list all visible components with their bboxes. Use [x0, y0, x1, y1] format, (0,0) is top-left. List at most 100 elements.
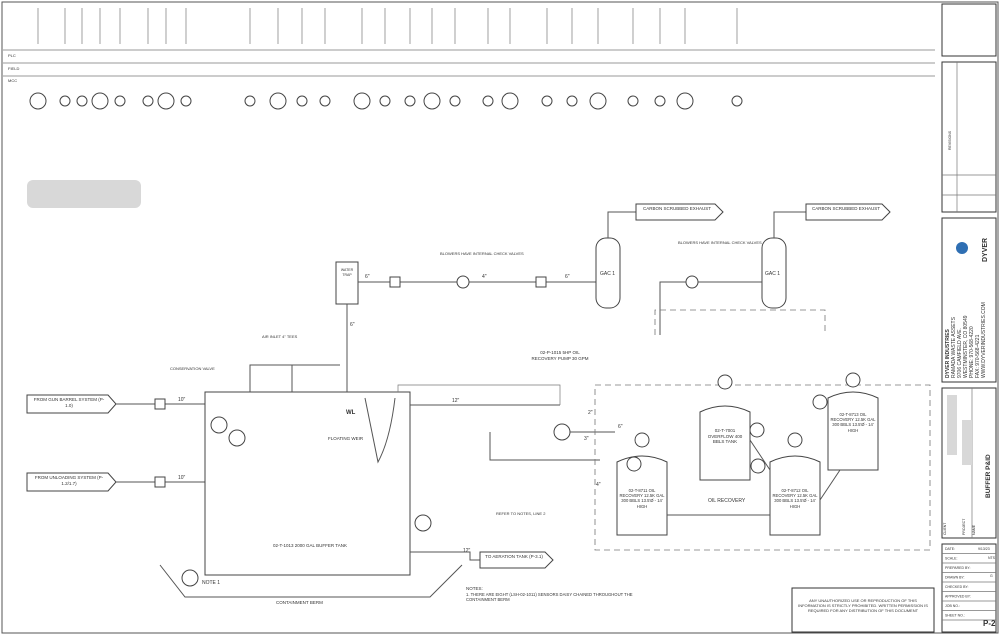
strip-instrument-bubble: [541, 95, 553, 107]
strip-instrument-bubble: [157, 92, 175, 110]
strip-instrument-bubble: [244, 95, 256, 107]
size-label-12a: 12": [452, 398, 460, 404]
company-name: DYVER INDUSTRIES: [945, 328, 951, 378]
company-address2: 9706 CAMFIELD AVE.: [957, 328, 963, 378]
company-web: WWW.DYVERINDUSTRIES.COM: [981, 302, 987, 378]
client-label: CLIENT: [943, 522, 947, 535]
instrument-columns: [29, 8, 743, 110]
aeration-label: TO AERATION TANK (P-3.1): [485, 554, 543, 559]
strip-instrument-bubble: [114, 95, 126, 107]
oil-pump-icon: [553, 423, 571, 441]
size-label-2: 2": [588, 410, 593, 416]
buffer-tank-body: [204, 391, 411, 576]
logo-box: [941, 3, 997, 57]
unloading-label: FROM UNLOADING SYSTEM (P-1.2/1.7): [34, 475, 104, 486]
title-block-row-label: DRAWN BY:: [945, 576, 965, 580]
strip-instrument-bubble: [501, 92, 519, 110]
company-logo-text: DYVER: [982, 238, 989, 262]
title-block-row-label: JOB NO.:: [945, 604, 960, 608]
gac-2-label: GAC 1: [765, 271, 780, 277]
conservation-valve-label: CONSERVATION VALVE: [170, 366, 215, 371]
date-value: 9/13/23: [978, 547, 990, 551]
oil-tank-b-label: 02-T-8712 OIL RECOVERY 12.5K GAL 300 BBL…: [772, 488, 818, 509]
buffer-tank-label: 02-T-1013 2000 GAL BUFFER TANK: [273, 543, 347, 548]
lsh-tank-b: [750, 458, 766, 474]
company-phone: PHONE: 970-568-4220: [969, 326, 975, 378]
strip-instrument-bubble: [731, 95, 743, 107]
air-inlet-label: AIR INLET 4" TEES: [262, 334, 298, 339]
unloading-offpage: [26, 472, 117, 492]
name-label: NAME: [972, 524, 976, 535]
blowers-note-2: BLOWERS HAVE INTERNAL CHECK VALVES: [678, 240, 762, 245]
oil-recovery-area: 12" 02-P-1015 5HP OIL RECOVERY PUMP 30 G…: [397, 350, 931, 551]
company-box: [941, 217, 997, 383]
strip-instrument-bubble: [269, 92, 287, 110]
notes-line-1: 1. THERE ARE EIGHT (LSH-02-1011) SENSORS…: [466, 592, 633, 602]
vent-valve-1: [389, 276, 401, 288]
title-block-row-label: SHEET NO.:: [945, 614, 965, 618]
strip-instrument-bubble: [482, 95, 494, 107]
row-label-mcc: MCC: [8, 78, 17, 83]
exhaust-offpage-1: [635, 203, 724, 221]
strip-instrument-bubble: [296, 95, 308, 107]
vent-valve-2: [535, 276, 547, 288]
lt-tank-a: [634, 432, 650, 448]
strip-instrument-bubble: [379, 95, 391, 107]
blower-2-icon: [685, 275, 699, 289]
title-block-row-label: APPROVED BY:: [945, 595, 971, 599]
disclaimer-box: [791, 587, 935, 633]
strip-instrument-bubble: [589, 92, 607, 110]
strip-instrument-bubble: [404, 95, 416, 107]
wl-label: WL: [346, 410, 356, 416]
size-label-6d: 6": [618, 424, 623, 430]
size-label-6c: 6": [350, 322, 355, 328]
company-city: WESTMINSTER, CO 80549: [963, 315, 969, 378]
lsh-overflow: [749, 422, 765, 438]
project-label: PROJECT: [962, 518, 966, 535]
row-label-plc: PLC: [8, 53, 16, 58]
strip-instrument-bubble: [353, 92, 371, 110]
lsh-tank-a: [626, 456, 642, 472]
overflow-tank: [699, 405, 751, 481]
strip-instrument-bubble: [180, 95, 192, 107]
title-block-rows: DATE:SCALE:PREPARED BY:DRAWN BY:CHECKED …: [942, 547, 996, 621]
revisions-box: [941, 61, 997, 213]
disclaimer-text: ANY UNAUTHORIZED USE OR REPRODUCTION OF …: [798, 598, 928, 613]
size-label-10: 10": [178, 397, 186, 403]
title-block-row-label: CHECKED BY:: [945, 585, 969, 589]
sheet-number: P-2: [983, 619, 996, 628]
title-block-row-label: SCALE:: [945, 557, 957, 561]
sheet-info-box: [941, 543, 997, 633]
oil-tank-c-label: 02-T-8713 OIL RECOVERY 12.5K GAL 300 BBL…: [830, 412, 876, 433]
buffer-tank: 02-T-1013 2000 GAL BUFFER TANK FLOATING …: [159, 391, 554, 605]
company-address1: RAMADA WASTE ASSETS: [951, 316, 957, 378]
oil-tank-a-label: 02-T-8711 OIL RECOVERY 12.5K GAL 300 BBL…: [619, 488, 665, 509]
scale-value: NTS: [988, 556, 996, 560]
size-label-6a: 6": [365, 274, 370, 280]
lsh-tank-c: [812, 394, 828, 410]
strip-instrument-bubble: [676, 92, 694, 110]
drawn-by-value: G: [990, 574, 993, 578]
redacted-heading: [27, 180, 141, 208]
row-label-field: FIELD: [8, 66, 19, 71]
strip-instrument-bubble: [654, 95, 666, 107]
lt-overflow: [717, 374, 733, 390]
exhaust-offpage-2: [805, 203, 891, 221]
strip-instrument-bubble: [91, 92, 109, 110]
gac-1-label: GAC 1: [600, 271, 615, 277]
size-label-6b: 6": [565, 274, 570, 280]
oil-tank-a: [616, 455, 668, 536]
lt-tank-b: [787, 432, 803, 448]
inlet-valve-2: [154, 476, 166, 488]
strip-instrument-bubble: [627, 95, 639, 107]
title-block-row-label: PREPARED BY:: [945, 566, 970, 570]
containment-berm-label: CONTAINMENT BERM: [276, 600, 323, 605]
redacted-client: [947, 395, 957, 455]
lt-tank-c: [845, 372, 861, 388]
oil-pump-label: 02-P-1015 5HP OIL RECOVERY PUMP 30 GPM: [531, 350, 589, 361]
size-label-4a: 4": [482, 274, 487, 280]
size-label-4c: 4": [596, 482, 601, 488]
strip-instrument-bubble: [142, 95, 154, 107]
